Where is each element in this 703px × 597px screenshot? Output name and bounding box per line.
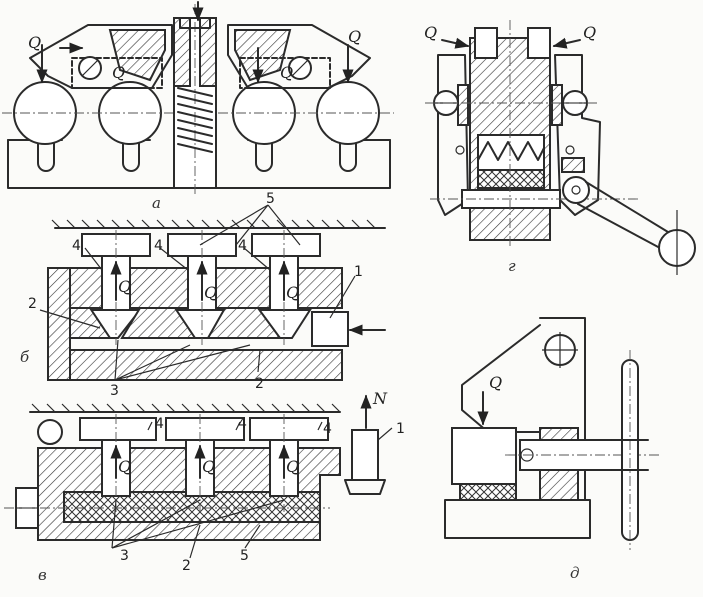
panel-g: Q Q г bbox=[424, 20, 696, 275]
part-number-label: 4 bbox=[154, 238, 163, 254]
part-number-label: 3 bbox=[110, 383, 119, 399]
part-number-label: 4 bbox=[323, 421, 332, 437]
part-number-label: 2 bbox=[255, 376, 264, 392]
force-n-label: N bbox=[372, 389, 388, 408]
part-number-label: 1 bbox=[396, 421, 405, 437]
force-label: Q bbox=[118, 457, 131, 476]
part-number-label: 5 bbox=[240, 548, 249, 564]
part-number-label: 4 bbox=[238, 238, 247, 254]
part-number-label: 4 bbox=[155, 416, 164, 432]
part-number-label: 5 bbox=[266, 191, 275, 207]
force-label: Q bbox=[28, 33, 41, 52]
part-number-label: 4 bbox=[238, 416, 247, 432]
part-number-label: 3 bbox=[120, 548, 129, 564]
panel-v: Q Q Q N 4 4 4 1 3 2 5 в bbox=[4, 389, 405, 584]
panel-b: Q Q Q 5 4 4 4 1 2 2 3 б bbox=[20, 191, 386, 399]
caption-a: а bbox=[152, 194, 161, 212]
force-label: Q bbox=[424, 23, 437, 42]
force-label: Q bbox=[280, 63, 293, 82]
force-label: Q bbox=[202, 457, 215, 476]
part-number-label: 2 bbox=[28, 296, 37, 312]
force-label: Q bbox=[286, 457, 299, 476]
force-label: Q bbox=[204, 283, 217, 302]
force-label: Q bbox=[489, 373, 502, 392]
part-number-label: 2 bbox=[182, 558, 191, 574]
caption-d: д bbox=[570, 564, 580, 582]
force-label: Q bbox=[348, 27, 361, 46]
caption-g: г bbox=[508, 257, 516, 275]
panel-a: Q Q Q Q а bbox=[2, 1, 394, 212]
force-label: Q bbox=[286, 283, 299, 302]
part-number-label: 1 bbox=[354, 264, 363, 280]
force-label: Q bbox=[112, 63, 125, 82]
caption-b: б bbox=[20, 348, 30, 366]
part-number-label: 4 bbox=[72, 238, 81, 254]
caption-v: в bbox=[38, 566, 47, 584]
force-label: Q bbox=[118, 277, 131, 296]
force-label: Q bbox=[583, 23, 596, 42]
panel-d: Q д bbox=[444, 317, 660, 582]
